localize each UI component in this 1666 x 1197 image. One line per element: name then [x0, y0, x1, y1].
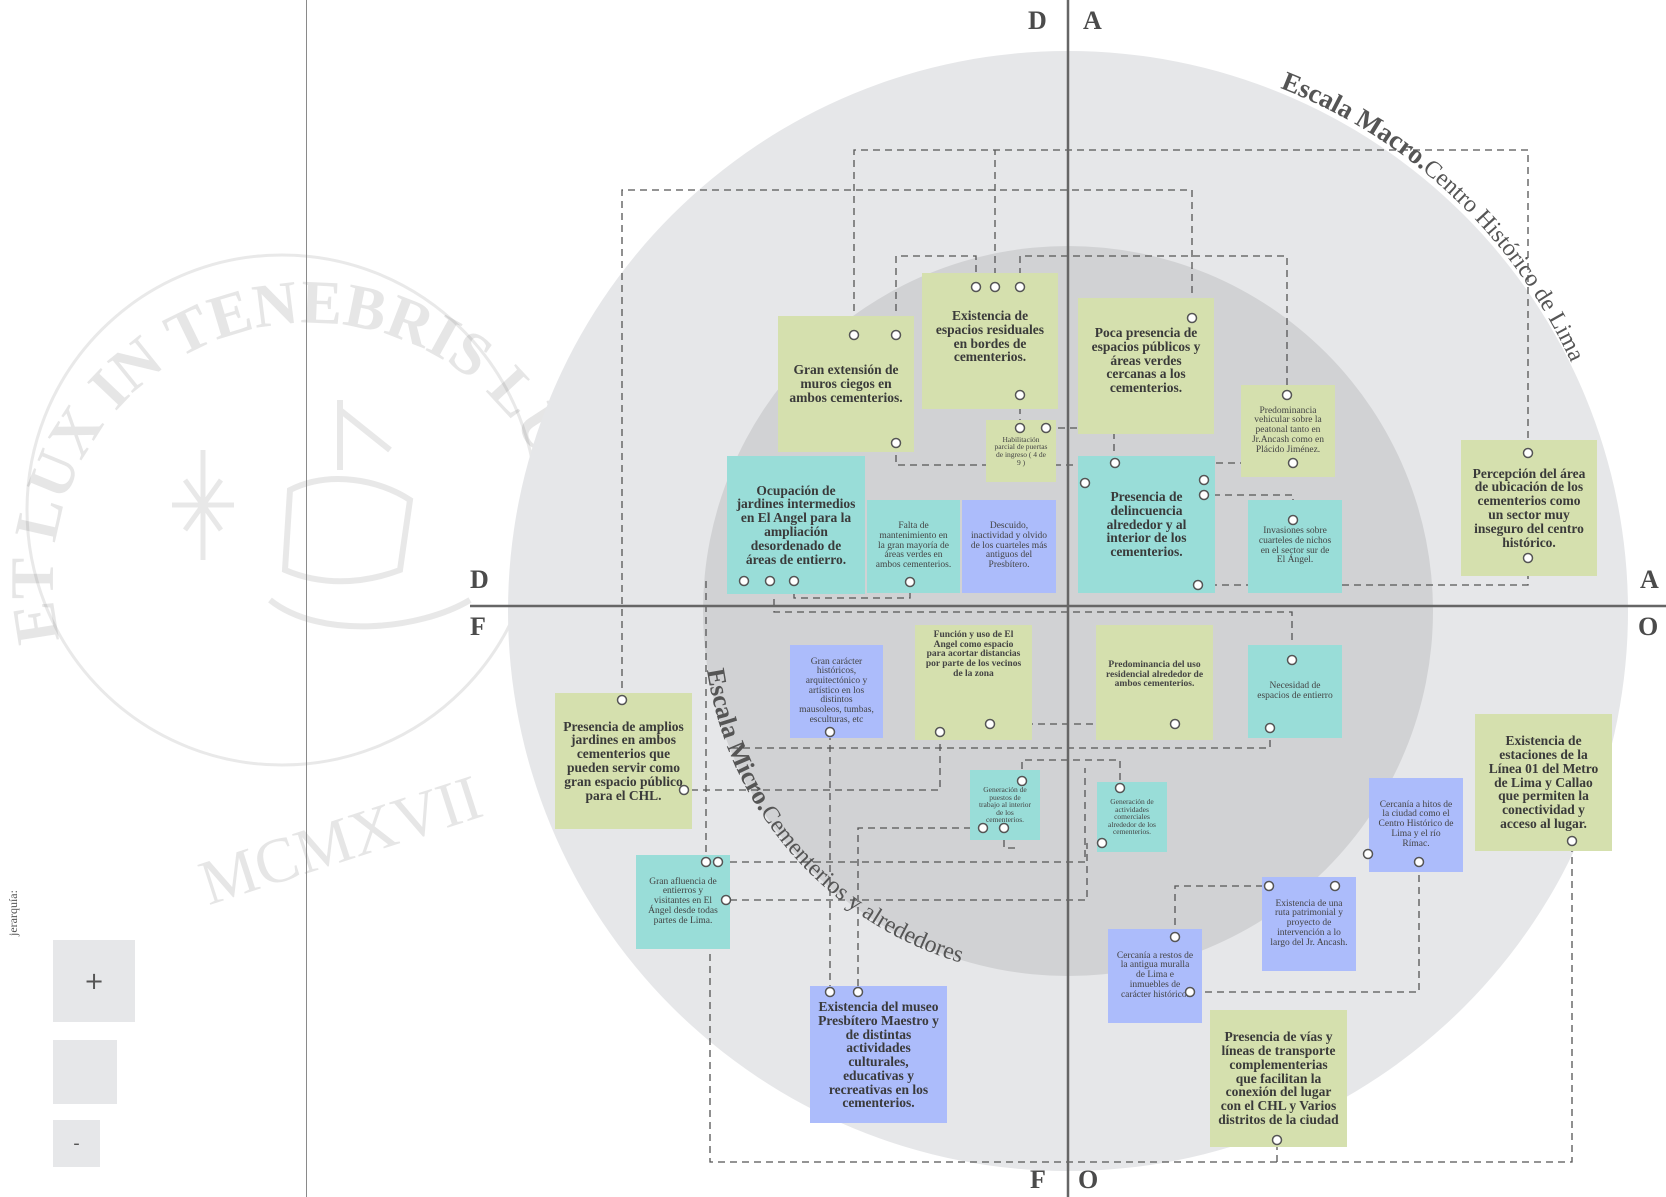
axis-label-left-top: D: [470, 565, 489, 594]
note-uso-residencial[interactable]: Predominancia del uso residencial alrede…: [1096, 625, 1213, 740]
axis-label-right-bottom: O: [1638, 612, 1659, 641]
note-amplios-jardines[interactable]: Presencia de amplios jardines en ambos c…: [555, 693, 692, 829]
zoom-in-button[interactable]: +: [53, 940, 135, 1022]
note-puestos-trabajo[interactable]: Generación de puestos de trabajo al inte…: [970, 770, 1040, 840]
note-muros-ciegos[interactable]: Gran extensión de muros ciegos en ambos …: [778, 316, 914, 452]
note-muralla-lima[interactable]: Cercanía a restos de la antigua muralla …: [1108, 929, 1202, 1023]
note-descuido-cuarteles[interactable]: Descuido, inactividad y olvido de los cu…: [962, 500, 1056, 593]
note-actividades-comerciales[interactable]: Generación de actividades comerciales al…: [1097, 782, 1167, 852]
note-delincuencia[interactable]: Presencia de delincuencia alrededor y al…: [1078, 456, 1215, 593]
note-vias-transporte[interactable]: Presencia de vías y líneas de transporte…: [1210, 1010, 1347, 1147]
note-falta-mantenimiento[interactable]: Falta de mantenimiento en la gran mayorí…: [867, 500, 960, 593]
note-percepcion-inseguro[interactable]: Percepción del área de ubicación de los …: [1461, 440, 1597, 576]
note-caracter-historico[interactable]: Gran carácter históricos, arquitectónico…: [790, 645, 883, 738]
axis-label-top-right: A: [1083, 6, 1102, 35]
axis-label-bottom-left: F: [1030, 1165, 1046, 1194]
sidebar-divider: [306, 0, 307, 1197]
axis-label-top-left: D: [1028, 6, 1047, 35]
hierarchy-label: jerarquía:: [6, 890, 20, 936]
note-espacios-residuales[interactable]: Existencia de espacios residuales en bor…: [922, 273, 1058, 409]
watermark-year: MCMXVII: [191, 761, 490, 919]
axis-label-bottom-right: O: [1078, 1165, 1099, 1194]
note-predominancia-vehicular[interactable]: Predominancia vehicular sobre la peatona…: [1241, 385, 1335, 477]
zoom-out-button[interactable]: -: [53, 1120, 100, 1167]
note-afluencia-entierros[interactable]: Gran afluencia de entierros y visitantes…: [636, 855, 730, 949]
note-ruta-patrimonial[interactable]: Existencia de una ruta patrimonial y pro…: [1262, 877, 1356, 971]
note-ocupacion-jardines[interactable]: Ocupación de jardines intermedios en El …: [727, 456, 865, 594]
note-funcion-el-angel[interactable]: Función y uso de El Angel como espacio p…: [915, 625, 1032, 740]
note-habilitacion-puertas[interactable]: Habilitación parcial de puertas de ingre…: [986, 420, 1056, 482]
note-museo-presbitero[interactable]: Existencia del museo Presbítero Maestro …: [810, 986, 947, 1123]
note-cercania-hitos[interactable]: Cercanía a hitos de la ciudad como el Ce…: [1369, 778, 1463, 872]
note-linea-metro[interactable]: Existencia de estaciones de la Línea 01 …: [1475, 714, 1612, 851]
axis-label-left-bottom: F: [470, 612, 486, 641]
axis-label-right-top: A: [1640, 565, 1659, 594]
note-invasiones-cuarteles[interactable]: Invasiones sobre cuarteles de nichos en …: [1248, 500, 1342, 593]
note-necesidad-entierro[interactable]: Necesidad de espacios de entierro: [1248, 645, 1342, 738]
note-espacios-publicos[interactable]: Poca presencia de espacios públicos y ár…: [1078, 298, 1214, 434]
zoom-reset-button[interactable]: [53, 1040, 117, 1104]
